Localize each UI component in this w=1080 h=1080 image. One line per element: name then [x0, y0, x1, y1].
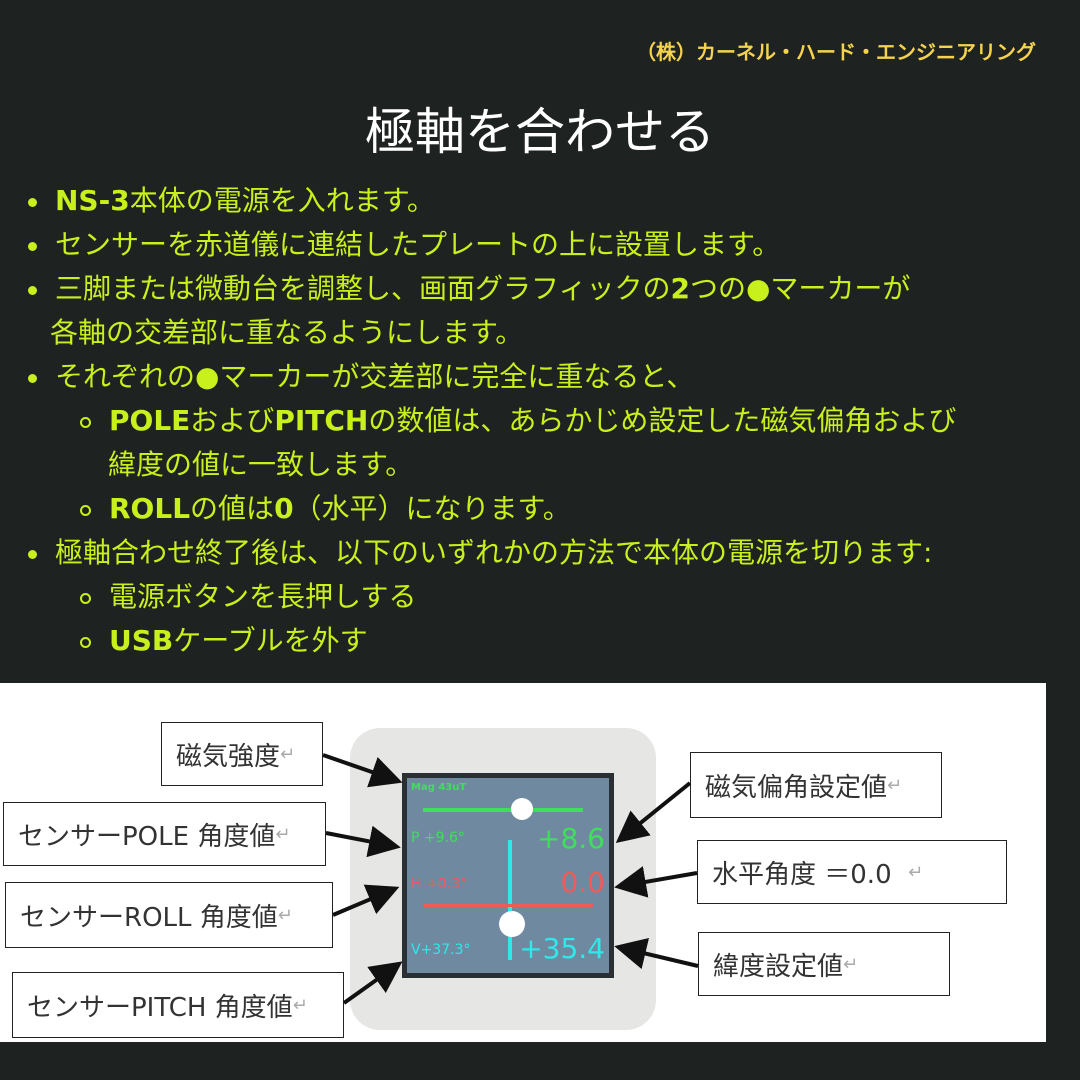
bullet-circle-icon [80, 504, 91, 516]
roll-readout: H +0.3° [411, 876, 467, 892]
return-mark-icon: ↵ [277, 904, 293, 926]
bullet-dot-icon [28, 285, 37, 295]
return-mark-icon: ↵ [292, 994, 308, 1016]
bullet-dot-icon [28, 373, 37, 383]
bullet-1: NS-3本体の電源を入れます。 [28, 181, 435, 221]
bullet-dot-icon [28, 197, 37, 207]
pole-readout: P +9.6° [411, 830, 465, 846]
page-title: 極軸を合わせる [365, 103, 715, 161]
return-mark-icon: ↵ [908, 861, 924, 883]
bullet-circle-icon [80, 592, 91, 604]
label-mag: 磁気強度↵ [161, 722, 323, 786]
bullet-dot-icon [28, 549, 37, 559]
bullet-5: 極軸合わせ終了後は、以下のいずれかの方法で本体の電源を切ります: [28, 533, 932, 573]
return-mark-icon: ↵ [280, 743, 296, 765]
pole-setting: +8.6 [537, 822, 605, 855]
bullet-dot-icon [28, 241, 37, 251]
bullet-4: それぞれの●マーカーが交差部に完全に重なると、 [28, 357, 694, 397]
bullet-3: 三脚または微動台を調整し、画面グラフィックの2つの●マーカーが [28, 269, 910, 309]
pole-marker [511, 798, 533, 820]
latitude-setting: +35.4 [519, 932, 605, 965]
label-declination: 磁気偏角設定値↵ [690, 752, 942, 818]
label-roll: センサーROLL 角度値↵ [5, 882, 333, 948]
return-mark-icon: ↵ [887, 774, 903, 796]
pitch-readout: V+37.3° [411, 942, 471, 958]
sub-bullet-1-cont: 緯度の値に一致します。 [108, 448, 414, 481]
pole-axis-line [423, 808, 583, 812]
bullet-circle-icon [80, 636, 91, 648]
pitch-axis-line [508, 840, 512, 960]
label-level: 水平角度 ＝0.0 ↵ [697, 840, 1007, 904]
bullet-3-cont: 各軸の交差部に重なるようにします。 [50, 316, 524, 349]
arrow-icon [342, 961, 403, 1005]
sub-bullet-4: USBケーブルを外す [80, 621, 368, 661]
label-latitude: 緯度設定値↵ [698, 932, 950, 996]
arrow-icon [322, 753, 403, 788]
pitch-marker [499, 911, 525, 937]
bullet-2: センサーを赤道儀に連結したプレートの上に設置します。 [28, 225, 780, 265]
arrow-icon [325, 825, 401, 858]
device-screen: Mag 43uT P +9.6° +8.6 H +0.3° 0.0 V+37.3… [402, 773, 614, 978]
sub-bullet-3: 電源ボタンを長押しする [80, 577, 416, 617]
arrow-icon [332, 884, 400, 917]
roll-axis-line [423, 904, 593, 907]
sub-bullet-1: POLEおよびPITCHの数値は、あらかじめ設定した磁気偏角および [80, 401, 956, 441]
return-mark-icon: ↵ [275, 823, 291, 845]
bullet-circle-icon [80, 416, 91, 428]
arrow-icon [615, 781, 692, 844]
mag-readout: Mag 43uT [411, 782, 467, 793]
arrow-icon [614, 866, 698, 898]
label-pole: センサーPOLE 角度値↵ [3, 802, 326, 866]
company-name: （株）カーネル・ハード・エンジニアリング [636, 40, 1036, 64]
callout-arrows [322, 753, 699, 1005]
sub-bullet-2: ROLLの値は0（水平）になります。 [80, 489, 571, 529]
return-mark-icon: ↵ [843, 953, 859, 975]
arrow-icon [614, 937, 699, 970]
label-pitch: センサーPITCH 角度値↵ [12, 972, 344, 1038]
roll-setting: 0.0 [560, 866, 605, 899]
